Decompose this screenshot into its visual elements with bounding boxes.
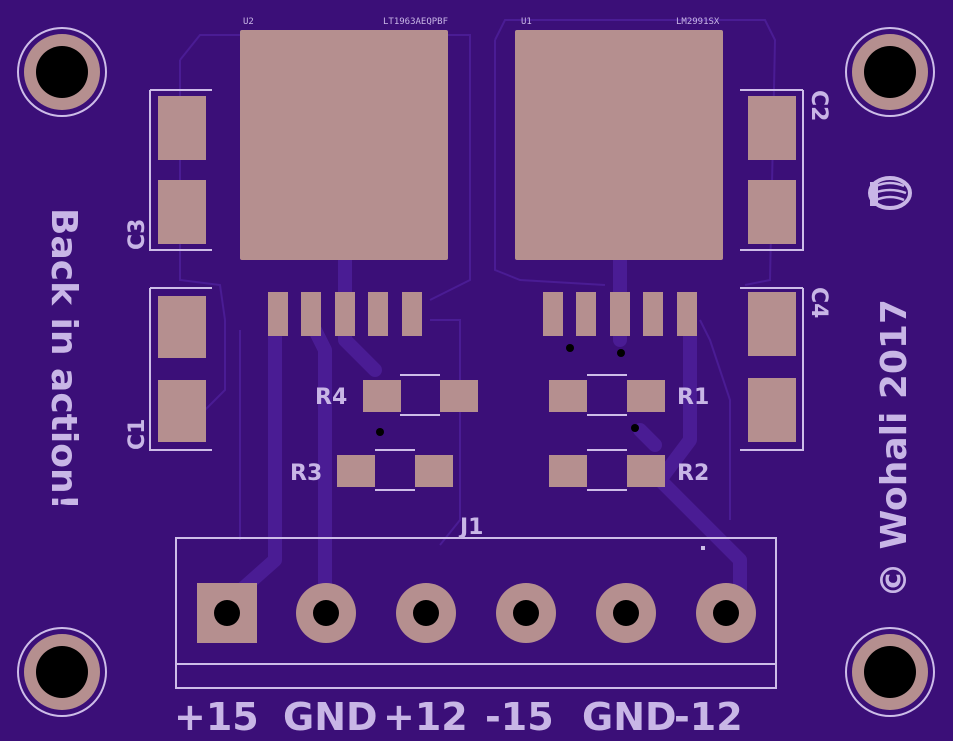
c3-label: C3 bbox=[125, 219, 150, 250]
r3-resistor: R3 bbox=[290, 449, 453, 491]
u2-pin-1 bbox=[268, 292, 288, 336]
c1-label: C1 bbox=[125, 419, 150, 450]
mounting-hole-icon bbox=[845, 27, 935, 117]
u1-pin-3 bbox=[610, 292, 630, 336]
c2-capacitor: C2 bbox=[740, 89, 831, 251]
u2-value: LT1963AEQPBF bbox=[383, 17, 448, 27]
u2-ref: U2 bbox=[243, 17, 254, 27]
outline-trace-right bbox=[494, 19, 777, 286]
u1-tab-pad bbox=[515, 30, 723, 260]
mounting-hole-icon bbox=[845, 627, 935, 717]
j1-label: J1 bbox=[458, 515, 484, 540]
u1-pin-2 bbox=[576, 292, 596, 336]
j1-pin-3-hole bbox=[413, 600, 439, 626]
j1-connector: J1 bbox=[175, 515, 777, 689]
mounting-hole-icon bbox=[17, 627, 107, 717]
logo-icon bbox=[868, 176, 912, 210]
via bbox=[566, 344, 574, 352]
j1-pin-5-hole bbox=[613, 600, 639, 626]
j1-pin1-marker bbox=[701, 546, 705, 550]
pin-labels: +15 GND +12 -15 GND -12 bbox=[174, 695, 743, 739]
r4-label: R4 bbox=[315, 385, 347, 410]
u1-ref: U1 bbox=[521, 17, 532, 27]
j1-pin-1-hole bbox=[214, 600, 240, 626]
outline-trace-mid bbox=[239, 319, 731, 546]
via bbox=[631, 424, 639, 432]
pin-label-1: +15 bbox=[174, 695, 259, 739]
r2-label: R2 bbox=[677, 461, 709, 486]
u2-pin-3 bbox=[335, 292, 355, 336]
pin-label-4: -15 bbox=[485, 695, 554, 739]
via bbox=[617, 349, 625, 357]
via bbox=[376, 428, 384, 436]
u2-pin-4 bbox=[368, 292, 388, 336]
u1-pin-4 bbox=[643, 292, 663, 336]
c1-capacitor: C1 bbox=[125, 287, 212, 451]
r3-label: R3 bbox=[290, 461, 322, 486]
u1-value: LM2991SX bbox=[676, 17, 720, 27]
j1-pin-4-hole bbox=[513, 600, 539, 626]
side-text-right: © Wohali 2017 bbox=[874, 299, 915, 598]
c4-capacitor: C4 bbox=[740, 287, 831, 451]
trace-r2 bbox=[633, 423, 662, 452]
u2-pin-2 bbox=[301, 292, 321, 336]
mounting-hole-icon bbox=[17, 27, 107, 117]
j1-pin-6-hole bbox=[713, 600, 739, 626]
trace-u2-out bbox=[338, 253, 382, 377]
u2-regulator: U2 LT1963AEQPBF bbox=[240, 17, 448, 336]
pin-label-2: GND bbox=[283, 695, 378, 739]
j1-pin-2-hole bbox=[313, 600, 339, 626]
r2-resistor: R2 bbox=[549, 449, 709, 491]
r1-resistor: R1 bbox=[549, 374, 709, 416]
side-text-left: Back in action! bbox=[43, 208, 84, 510]
c2-label: C2 bbox=[806, 90, 831, 121]
u1-regulator: U1 LM2991SX bbox=[515, 17, 723, 336]
u1-pin-5 bbox=[677, 292, 697, 336]
r1-label: R1 bbox=[677, 385, 709, 410]
c4-label: C4 bbox=[806, 287, 831, 318]
r4-resistor: R4 bbox=[315, 374, 478, 416]
u2-pin-5 bbox=[402, 292, 422, 336]
pin-label-3: +12 bbox=[383, 695, 468, 739]
u2-tab-pad bbox=[240, 30, 448, 260]
pin-label-6: -12 bbox=[674, 695, 743, 739]
pin-label-5: GND bbox=[582, 695, 677, 739]
c3-capacitor: C3 bbox=[125, 89, 212, 251]
u1-pin-1 bbox=[543, 292, 563, 336]
